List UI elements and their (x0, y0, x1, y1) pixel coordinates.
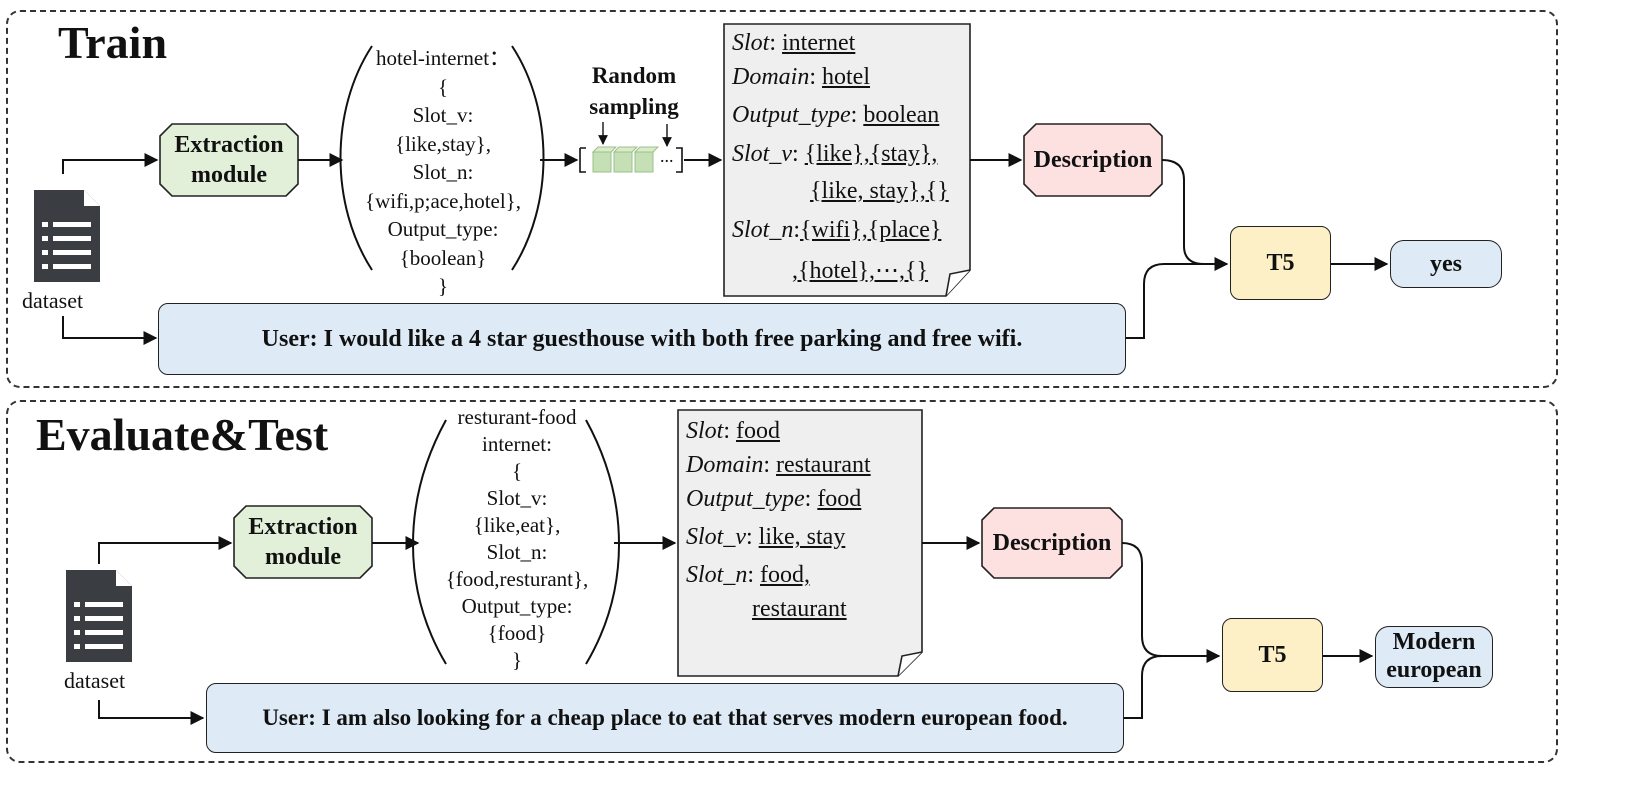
stack-line: Output_type: (387, 217, 499, 241)
train-extraction-module: Extraction module (174, 132, 284, 188)
test-dataset-icon (66, 570, 132, 662)
doc-key: Output_type (686, 486, 805, 512)
sampling-cubes (579, 122, 683, 173)
random-sampling-label: Random sampling (589, 63, 679, 119)
doc-key: Slot_v (686, 524, 746, 550)
train-user-utterance: User: I would like a 4 star guesthouse w… (158, 303, 1126, 375)
doc-key: Slot_n (732, 217, 794, 243)
train-panel (6, 10, 1558, 388)
train-title: Train (58, 17, 168, 68)
doc-value: ,{hotel},⋯,{} (792, 258, 929, 284)
stack-line: Slot_n: (412, 160, 474, 184)
doc-value: internet (782, 30, 856, 56)
doc-value: food, (760, 562, 811, 588)
test-answer-box: Modern european (1375, 626, 1493, 688)
stack-line: Slot_v: (486, 486, 548, 510)
test-user-utterance: User: I am also looking for a cheap plac… (206, 683, 1124, 753)
doc-key: Slot_v (732, 141, 792, 167)
stack-line: {food} (487, 621, 547, 645)
test-description-doc: Slot: food Domain: restaurant Output_typ… (686, 418, 871, 622)
train-extraction-shape (159, 123, 299, 197)
train-dataset-label: dataset (22, 288, 84, 313)
stack-line: {food,resturant}, (445, 567, 589, 591)
test-slot-stack: resturant-food internet: { Slot_v: {like… (426, 404, 608, 674)
stack-line: hotel-internet： (375, 46, 511, 70)
stack-line: {wifi,p;ace,hotel}, (364, 188, 522, 213)
doc-value: {wifi},{place} (800, 217, 942, 243)
test-extraction-module: Extraction module (248, 514, 358, 570)
doc-value: {like},{stay}, (804, 141, 938, 167)
train-description-box: Description (1033, 147, 1153, 173)
stack-line: { (511, 459, 523, 483)
doc-key: Domain (732, 64, 810, 90)
stack-line: {like,stay}, (395, 131, 491, 156)
test-dataset-label: dataset (64, 668, 126, 693)
train-description-doc: Slot: internet Domain: hotel Output_type… (732, 30, 949, 284)
train-dataset-icon (34, 190, 100, 282)
stack-line: Slot_v: (412, 103, 474, 127)
train-t5-box: T5 (1230, 226, 1331, 300)
stack-line: } (511, 648, 523, 672)
doc-key: Slot (686, 418, 724, 444)
test-t5-box: T5 (1222, 618, 1323, 692)
stack-line: } (437, 274, 449, 298)
stack-line: {boolean} (399, 245, 487, 270)
sampling-ellipsis: ... (660, 146, 674, 166)
test-extraction-shape (233, 505, 373, 579)
doc-value: like, stay (758, 524, 846, 550)
test-description-shape (981, 507, 1123, 579)
test-title: Evaluate&Test (36, 409, 329, 460)
doc-key: Slot (732, 30, 770, 56)
doc-key: Slot_n (686, 562, 748, 588)
stack-line: {like,eat}, (473, 513, 561, 537)
doc-value: food (736, 418, 781, 444)
doc-key: Domain (686, 452, 764, 478)
doc-key: Output_type (732, 102, 851, 128)
doc-value: food (817, 486, 862, 512)
stack-line: Output_type: (461, 594, 573, 618)
train-description-shape (1023, 123, 1163, 197)
test-description-box: Description (992, 530, 1112, 556)
train-slot-stack: hotel-internet： { Slot_v: {like,stay}, S… (352, 44, 534, 301)
stack-line: { (437, 74, 449, 99)
doc-value: hotel (822, 64, 871, 90)
doc-value: {like, stay},{} (810, 178, 949, 204)
doc-value: boolean (863, 102, 940, 128)
stack-line: internet: (482, 432, 552, 456)
doc-value: restaurant (776, 452, 871, 478)
stack-line: resturant-food (457, 405, 577, 429)
doc-value: restaurant (752, 596, 847, 622)
train-answer-box: yes (1390, 240, 1502, 288)
test-panel (6, 400, 1558, 763)
stack-line: Slot_n: (486, 540, 548, 564)
